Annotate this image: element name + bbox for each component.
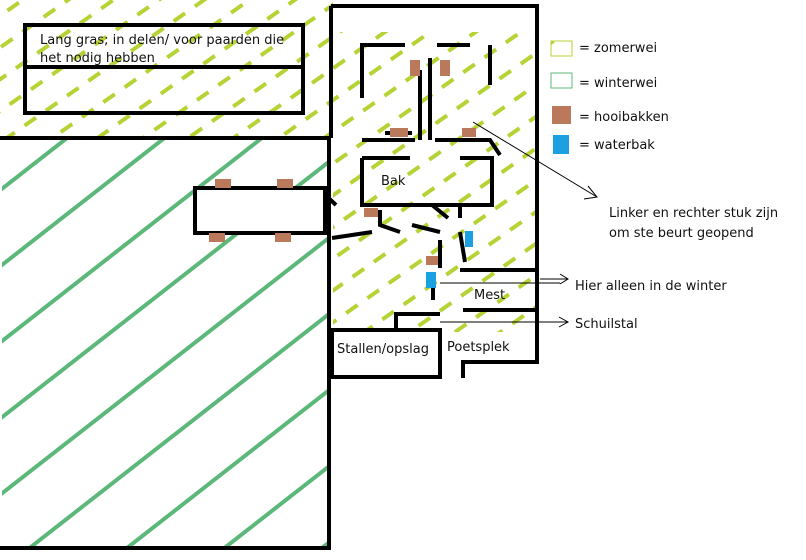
legend-water-label: = waterbak bbox=[579, 138, 655, 153]
legend-water-swatch bbox=[553, 135, 569, 154]
legend-summer-label: = zomerwei bbox=[579, 41, 658, 56]
annotation-arrows bbox=[440, 121, 598, 328]
legend-hay-swatch bbox=[552, 106, 571, 124]
stable-storage-label: Stallen/opslag bbox=[337, 342, 429, 357]
winter-only-annotation: Hier alleen in de winter bbox=[575, 279, 727, 294]
walls bbox=[0, 4, 539, 550]
legend-summer-swatch bbox=[550, 40, 573, 57]
legend-winter-label: = winterwei bbox=[579, 76, 658, 91]
legend-hay-label: = hooibakken bbox=[579, 110, 669, 125]
shelter-annotation: Schuilstal bbox=[575, 317, 638, 332]
water-troughs bbox=[426, 231, 473, 288]
hay-racks bbox=[209, 60, 476, 265]
arena-label: Bak bbox=[381, 174, 406, 189]
long-grass-label: Lang gras; in delen/ voor paarden die he… bbox=[40, 33, 285, 66]
manure-label: Mest bbox=[474, 288, 506, 303]
left-right-annotation: Linker en rechter stuk zijn om ste beurt… bbox=[609, 206, 779, 241]
hay-shed bbox=[193, 186, 327, 235]
legend-winter-swatch bbox=[550, 72, 573, 89]
grooming-label: Poetsplek bbox=[447, 340, 510, 355]
